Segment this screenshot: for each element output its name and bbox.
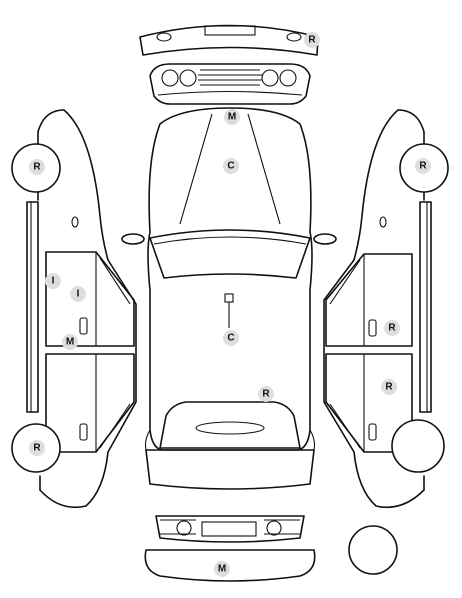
marker-label: R: [385, 382, 393, 393]
marker-rear-bumper[interactable]: M: [214, 561, 230, 577]
marker-hood-center[interactable]: C: [223, 158, 239, 174]
marker-label: M: [218, 564, 226, 575]
marker-label: R: [419, 161, 427, 172]
front-bumper[interactable]: [139, 24, 319, 56]
marker-left-front-wheel[interactable]: R: [29, 159, 45, 175]
marker-label: M: [228, 112, 236, 123]
marker-label: M: [66, 337, 74, 348]
marker-label: R: [262, 389, 270, 400]
marker-label: R: [33, 443, 41, 454]
rear-bumper[interactable]: [144, 549, 316, 582]
marker-right-rear-door[interactable]: R: [381, 379, 397, 395]
marker-label: C: [227, 333, 234, 344]
marker-label: R: [308, 35, 316, 46]
marker-left-front-door-a[interactable]: I: [45, 273, 61, 289]
marker-label: R: [33, 162, 41, 173]
marker-right-front-door[interactable]: R: [384, 320, 400, 336]
marker-left-rear-wheel[interactable]: R: [29, 440, 45, 456]
marker-label: R: [388, 323, 396, 334]
marker-front-bumper-top[interactable]: R: [304, 32, 320, 48]
spare-wheel[interactable]: [348, 525, 398, 575]
marker-hood[interactable]: M: [224, 109, 240, 125]
front-fascia[interactable]: [149, 63, 311, 105]
marker-right-front-wheel[interactable]: R: [415, 158, 431, 174]
marker-left-front-door-b[interactable]: I: [70, 286, 86, 302]
marker-left-sill[interactable]: M: [62, 334, 78, 350]
marker-label: C: [227, 161, 234, 172]
marker-trunk[interactable]: R: [258, 386, 274, 402]
marker-roof[interactable]: C: [223, 330, 239, 346]
marker-label: I: [77, 289, 80, 300]
car-body[interactable]: [121, 107, 337, 490]
rear-fascia[interactable]: [155, 515, 305, 543]
marker-label: I: [52, 276, 55, 287]
